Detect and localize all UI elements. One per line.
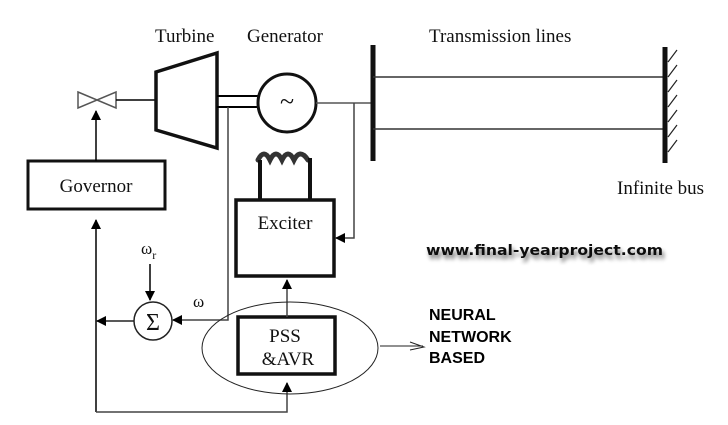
- omega-ref-symbol: ω: [141, 239, 152, 258]
- voltage-feedback-line: [335, 103, 355, 243]
- annotation-line1: NEURAL: [429, 307, 496, 324]
- pss-label-line1: PSS: [269, 326, 301, 347]
- watermark-text: www.final-yearproject.com: [426, 243, 663, 259]
- speed-signal-line: [172, 107, 229, 325]
- ground-hatch-icon: [667, 49, 678, 153]
- neural-network-highlight: [201, 301, 379, 395]
- omega-ref-label: ωr: [141, 239, 156, 262]
- governor-block: [26, 159, 167, 211]
- field-winding-icon: [255, 151, 312, 200]
- turbine-shape: [154, 50, 219, 151]
- pss-label-line2: &AVR: [262, 349, 315, 370]
- generator-label: Generator: [247, 26, 324, 47]
- sum-symbol: Σ: [146, 310, 160, 336]
- infinite-bus-label: Infinite bus: [617, 178, 704, 199]
- annotation-line2: NETWORK: [429, 329, 512, 346]
- annotation-arrow-icon: [380, 341, 426, 351]
- exciter-label: Exciter: [258, 213, 314, 234]
- turbine-label: Turbine: [155, 26, 214, 47]
- valve-icon: [77, 90, 117, 110]
- exciter-block: [234, 198, 336, 278]
- pss-avr-block: [236, 315, 337, 376]
- transmission-lines-label: Transmission lines: [429, 26, 571, 47]
- governor-label: Governor: [60, 176, 133, 197]
- annotation-line3: BASED: [429, 350, 485, 367]
- omega-ref-subscript: r: [152, 248, 156, 262]
- generator-symbol: ~: [280, 87, 294, 116]
- omega-label: ω: [193, 292, 204, 311]
- bottom-feedback-line: [96, 382, 292, 413]
